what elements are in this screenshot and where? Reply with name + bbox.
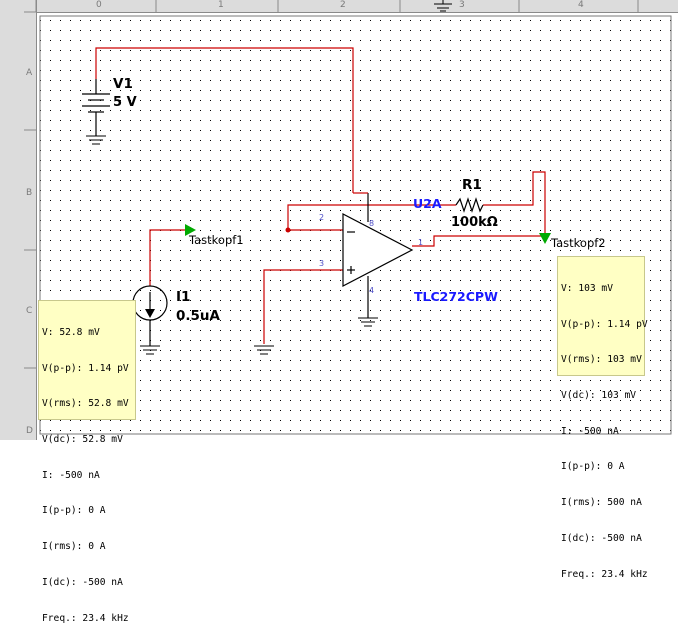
v1-name-label[interactable]: V1 [113, 76, 133, 92]
probe-reading: V(dc): 52.8 mV [42, 433, 123, 445]
probe-reading: I: -500 nA [561, 425, 619, 437]
wires[interactable] [95, 47, 546, 344]
probe-reading: V(p-p): 1.14 pV [42, 362, 129, 374]
probe-readout-box[interactable]: V: 103 mV V(p-p): 1.14 pV V(rms): 103 mV… [557, 256, 648, 580]
junction-node[interactable] [285, 227, 291, 233]
pin-number: 3 [319, 259, 325, 268]
probe-name-label[interactable]: Tastkopf2 [551, 236, 606, 250]
probe-marker-icon[interactable] [185, 224, 196, 236]
ruler-row-label: C [26, 306, 33, 316]
sheet-border [39, 15, 672, 435]
probe-reading: Freq.: 23.4 kHz [42, 612, 129, 624]
probe-reading: I(dc): -500 nA [42, 576, 123, 588]
probe-readout-box[interactable]: V: 52.8 mV V(p-p): 1.14 pV V(rms): 52.8 … [38, 300, 136, 624]
ground-icon [86, 135, 106, 145]
i1-value-label[interactable]: 0.5uA [176, 308, 220, 324]
probe-reading: Freq.: 23.4 kHz [561, 568, 648, 580]
top-ruler: 0 1 2 3 4 [0, 0, 678, 13]
ground-symbol-top [434, 0, 452, 12]
probe-reading: I(dc): -500 nA [561, 532, 642, 544]
ruler-column-label: 4 [578, 0, 584, 10]
probe-reading: I(rms): 500 nA [561, 497, 642, 509]
probe-reading: I: -500 nA [42, 469, 100, 481]
pin-number: 1 [418, 238, 424, 247]
probe-reading: I(p-p): 0 A [561, 461, 625, 473]
opamp-name-label[interactable]: U2A [413, 196, 442, 211]
ruler-row-label: B [26, 188, 33, 198]
r1-name-label[interactable]: R1 [462, 177, 482, 193]
probe-reading: V: 103 mV [561, 282, 613, 294]
i1-name-label[interactable]: I1 [176, 289, 191, 305]
probe-reading: V(p-p): 1.14 pV [561, 318, 648, 330]
battery-icon[interactable] [82, 79, 110, 136]
r1-value-label[interactable]: 100kΩ [451, 215, 498, 230]
probe-name-label[interactable]: Tastkopf1 [189, 233, 244, 247]
probe-reading: V(rms): 103 mV [561, 354, 642, 366]
ruler-column-label: 0 [96, 0, 102, 10]
ruler-row-label: D [26, 426, 33, 436]
ruler-column-label: 1 [218, 0, 224, 10]
probe-marker-icon[interactable] [539, 233, 551, 244]
probe-reading: V: 52.8 mV [42, 326, 100, 338]
ruler-column-label: 3 [459, 0, 465, 10]
probe-reading: V(dc): 103 mV [561, 389, 637, 401]
pin-number: 4 [369, 286, 375, 295]
ruler-column-label: 2 [340, 0, 346, 10]
ground-icon [140, 345, 160, 355]
v1-value-label[interactable]: 5 V [113, 95, 137, 110]
pin-number: 8 [369, 219, 375, 228]
left-ruler: A B C D [0, 0, 37, 440]
probe-reading: V(rms): 52.8 mV [42, 398, 129, 410]
ruler-ticks [24, 0, 639, 369]
ruler-row-label: A [26, 68, 33, 78]
ground-icon [254, 345, 274, 355]
probe-reading: I(rms): 0 A [42, 541, 106, 553]
opamp-icon[interactable] [342, 193, 414, 318]
ground-icon [358, 317, 378, 327]
pin-number: 2 [319, 213, 325, 222]
resistor-icon[interactable] [455, 197, 484, 213]
opamp-model-label[interactable]: TLC272CPW [414, 289, 498, 304]
probe-reading: I(p-p): 0 A [42, 505, 106, 517]
